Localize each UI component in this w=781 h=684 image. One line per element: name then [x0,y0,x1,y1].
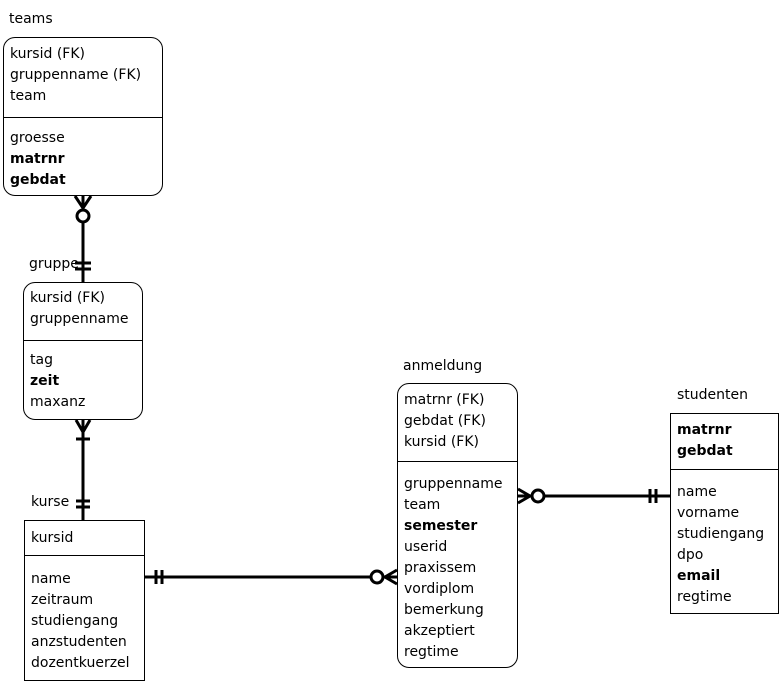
key-attr-gebdat: gebdat [677,443,733,459]
attr-section-teams: groesse matrnr gebdat [4,128,162,191]
attr-tag: tag [30,352,53,368]
entity-title-studenten: studenten [677,387,749,403]
attr-gebdat: gebdat [10,172,66,188]
attr-email: email [677,568,721,584]
attr-gruppenname: gruppenname [404,476,503,492]
attr-anzstudenten: anzstudenten [31,634,127,650]
attr-dozentkuerzel: dozentkuerzel [31,655,130,671]
entity-gruppe[interactable]: kursid (FK) gruppenname tag zeit maxanz [23,282,143,420]
attr-zeitraum: zeitraum [31,592,94,608]
attr-maxanz: maxanz [30,394,86,410]
entity-title-kurse: kurse [31,494,70,510]
attr-akzeptiert: akzeptiert [404,623,475,639]
entity-divider [4,117,162,118]
entity-divider [24,340,142,341]
key-attr-gebdat: gebdat (FK) [404,413,486,429]
crowsfoot-anmeldung-left [382,568,398,586]
key-section-teams: kursid (FK) gruppenname (FK) team [4,44,162,107]
entity-divider [25,555,144,556]
attr-name: name [31,571,71,587]
key-attr-matrnr: matrnr [677,422,732,438]
attr-semester: semester [404,518,478,534]
entity-anmeldung[interactable]: matrnr (FK) gebdat (FK) kursid (FK) grup… [397,383,518,668]
entity-divider [671,469,778,470]
attr-matrnr: matrnr [10,151,65,167]
key-attr-gruppenname: gruppenname (FK) [10,67,142,83]
zero-marker-anmeldung-right [530,488,546,504]
attr-praxissem: praxissem [404,560,477,576]
key-section-anmeldung: matrnr (FK) gebdat (FK) kursid (FK) [398,390,517,453]
crowsfoot-gruppe [74,419,92,435]
attr-regtime: regtime [677,589,732,605]
relationship-kurse-anmeldung [145,568,398,586]
attr-section-anmeldung: gruppenname team semester userid praxiss… [398,474,517,663]
key-section-studenten: matrnr gebdat [671,420,778,462]
entity-teams[interactable]: kursid (FK) gruppenname (FK) team groess… [3,37,163,196]
relationship-kurse-gruppe [74,419,92,521]
attr-userid: userid [404,539,448,555]
attr-bemerkung: bemerkung [404,602,484,618]
attr-dpo: dpo [677,547,704,563]
crowsfoot-teams [73,195,93,211]
attr-studiengang: studiengang [677,526,765,542]
key-attr-team: team [10,88,47,104]
key-attr-kursid: kursid (FK) [30,290,105,306]
entity-title-teams: teams [9,11,53,27]
attr-section-studenten: name vorname studiengang dpo email regti… [671,482,778,608]
key-attr-kursid: kursid (FK) [10,46,85,62]
attr-zeit: zeit [30,373,60,389]
entity-kurse[interactable]: kursid name zeitraum studiengang anzstud… [24,520,145,681]
attr-studiengang: studiengang [31,613,119,629]
entity-title-gruppe: gruppe [29,256,79,272]
key-section-kurse: kursid [25,528,144,549]
key-attr-kursid: kursid [31,530,74,546]
key-attr-matrnr: matrnr (FK) [404,392,485,408]
attr-groesse: groesse [10,130,65,146]
entity-divider [398,461,517,462]
entity-title-anmeldung: anmeldung [403,358,483,374]
key-section-gruppe: kursid (FK) gruppenname [24,288,142,330]
attr-section-kurse: name zeitraum studiengang anzstudenten d… [25,569,144,674]
zero-marker-teams [75,208,91,224]
attr-vordiplom: vordiplom [404,581,475,597]
attr-regtime: regtime [404,644,459,660]
attr-section-gruppe: tag zeit maxanz [24,350,142,413]
attr-team: team [404,497,441,513]
entity-studenten[interactable]: matrnr gebdat name vorname studiengang d… [670,413,779,614]
relationship-studenten-anmeldung [517,487,670,505]
attr-name: name [677,484,717,500]
key-attr-kursid: kursid (FK) [404,434,479,450]
attr-vorname: vorname [677,505,740,521]
zero-marker-anmeldung-left [369,569,385,585]
crowsfoot-anmeldung-right [517,487,533,505]
key-attr-gruppenname: gruppenname [30,311,129,327]
